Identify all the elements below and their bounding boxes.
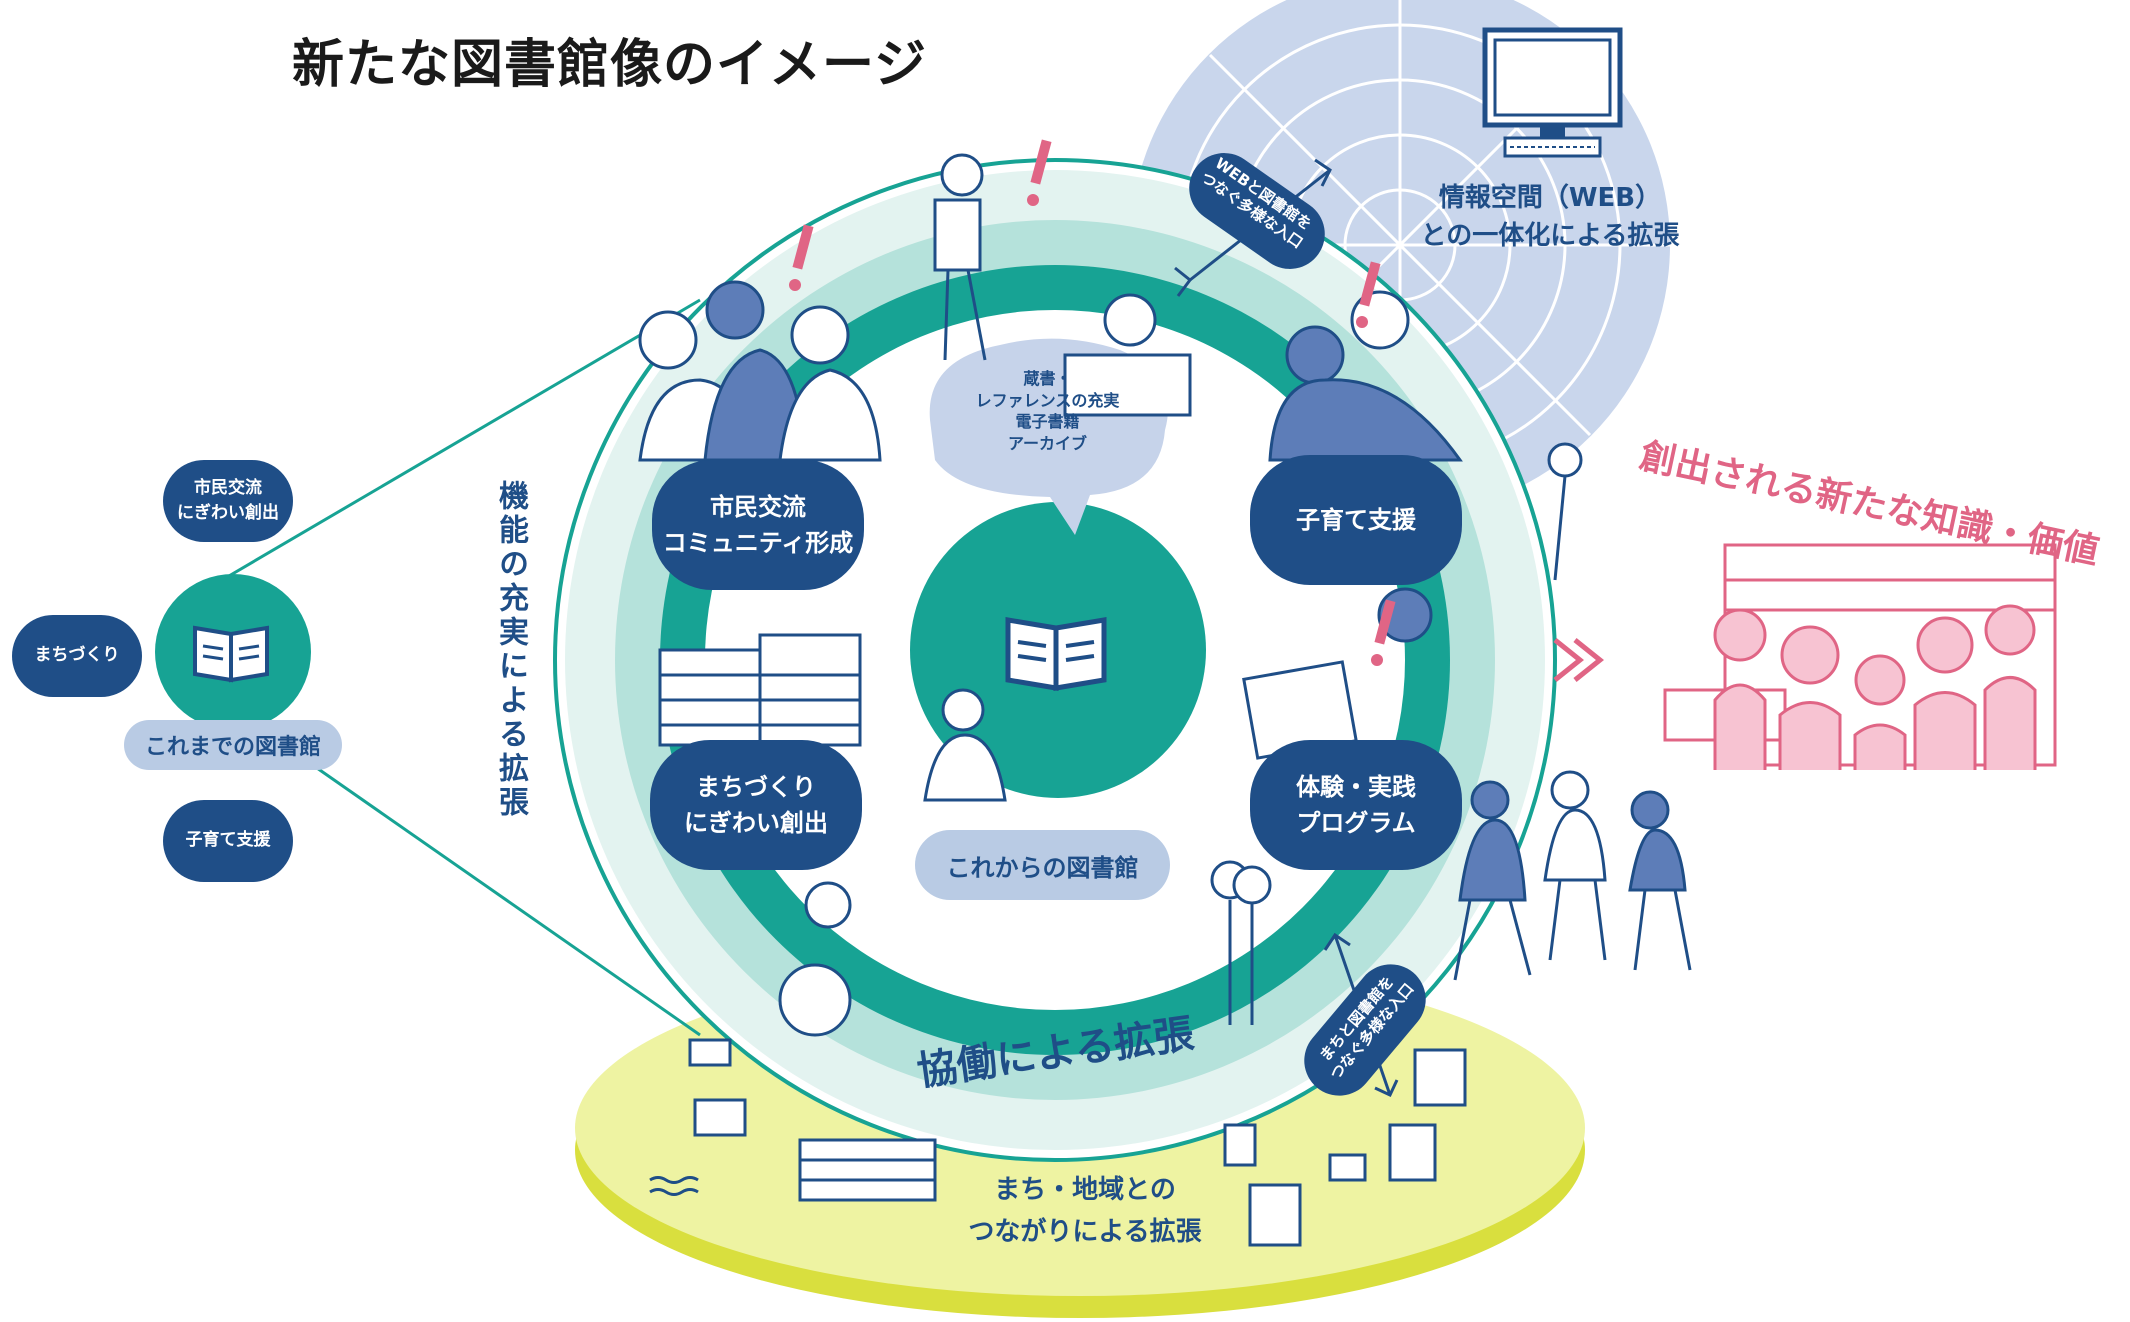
satellite-citizen-line1: 市民交流 <box>194 477 262 498</box>
web-entry-box <box>1189 153 1325 269</box>
satellite-citizen-line2: にぎわい創出 <box>177 503 279 523</box>
function-expansion-label: 機能の充実による拡張 <box>493 480 528 820</box>
satellite-citizen-exchange: 市民交流 にぎわい創出 <box>163 460 293 542</box>
people-illustrations <box>638 153 1692 1037</box>
ring-pill-childcare: 子育て支援 <box>1250 455 1462 585</box>
speech-line-2: レファレンスの充実 <box>975 390 1120 410</box>
expansion-line-top <box>204 298 701 592</box>
speech-bubble-text: 蔵書・ レファレンスの充実 電子書籍 アーカイブ <box>925 368 1170 454</box>
satellite-childcare-label: 子育て支援 <box>185 830 271 851</box>
ring-pill-citizen: 市民交流 コミュニティ形成 <box>652 460 864 590</box>
ring-pill-citizen-line2: コミュニティ形成 <box>662 529 854 557</box>
ring-pill-town-line1: まちづくり <box>696 773 816 801</box>
computer-monitor-icon <box>1482 27 1623 158</box>
satellite-childcare: 子育て支援 <box>163 800 293 882</box>
speech-line-3: 電子書籍 <box>1015 412 1080 432</box>
ring-pill-experience: 体験・実践 プログラム <box>1250 740 1462 870</box>
new-knowledge-illustration <box>1663 543 2057 770</box>
future-library-label: これからの図書館 <box>915 830 1170 900</box>
current-library-label: これまでの図書館 <box>124 720 342 770</box>
ring-pill-town-line2: にぎわい創出 <box>684 809 828 837</box>
town-entry-box <box>1304 964 1426 1096</box>
community-line2: つながりによる拡張 <box>968 1216 1202 1247</box>
web-label-line2: との一体化による拡張 <box>1420 220 1680 251</box>
web-expansion-label: 情報空間（WEB） との一体化による拡張 <box>1395 180 1705 255</box>
double-chevron-icon <box>1553 638 1605 682</box>
ring-pill-citizen-line1: 市民交流 <box>710 493 806 521</box>
web-label-line1: 情報空間（WEB） <box>1438 183 1662 213</box>
ring-pill-experience-line2: プログラム <box>1296 809 1416 837</box>
community-line1: まち・地域との <box>994 1175 1176 1205</box>
town-buildings <box>649 1038 1467 1247</box>
satellite-town-label: まちづくり <box>34 645 120 666</box>
library-building-icon <box>658 633 862 747</box>
page-title: 新たな図書館像のイメージ <box>292 35 927 95</box>
ring-pill-childcare-label: 子育て支援 <box>1296 506 1416 534</box>
exclamation-icons <box>789 139 1396 666</box>
book-icon-old <box>193 625 269 683</box>
book-icon-center <box>1005 617 1107 691</box>
speech-line-4: アーカイブ <box>1007 433 1088 453</box>
community-expansion-label: まち・地域との つながりによる拡張 <box>935 1170 1235 1253</box>
satellite-town: まちづくり <box>12 615 142 697</box>
speech-line-1: 蔵書・ <box>1023 369 1072 388</box>
ring-pill-town: まちづくり にぎわい創出 <box>650 740 862 870</box>
ring-pill-experience-line1: 体験・実践 <box>1296 773 1416 801</box>
